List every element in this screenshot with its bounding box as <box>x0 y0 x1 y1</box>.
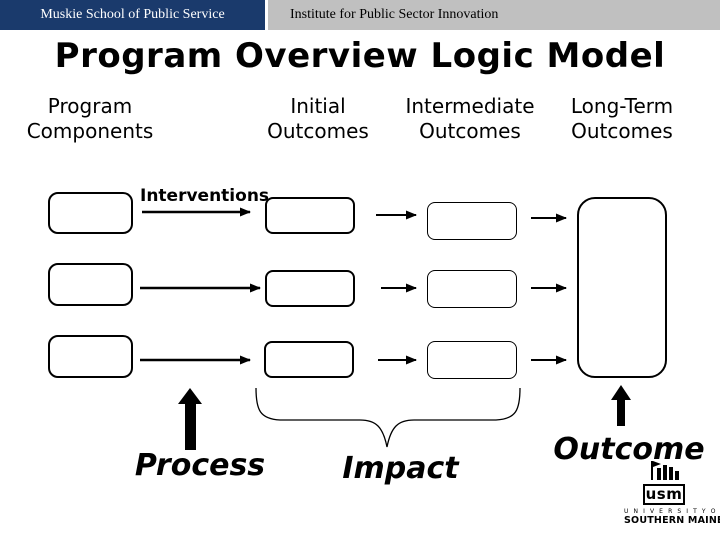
initial-outcome-box-2 <box>265 270 355 307</box>
outcome-up-arrow <box>611 385 631 426</box>
column-header-long-term-outcomes: Long-Term Outcomes <box>570 94 674 143</box>
usm-university-of-text: U N I V E R S I T Y O F <box>624 508 720 515</box>
program-component-box-1 <box>48 192 133 234</box>
header-bar: Muskie School of Public Service Institut… <box>0 0 720 30</box>
initial-outcome-box-1 <box>265 197 355 234</box>
usm-acronym: usm <box>643 484 685 505</box>
column-header-program-components: Program Components <box>26 94 154 143</box>
column-header-initial-outcomes: Initial Outcomes <box>267 94 369 143</box>
intermediate-outcome-box-1 <box>427 202 517 240</box>
header-right-segment: Institute for Public Sector Innovation <box>268 0 720 30</box>
intermediate-outcome-box-3 <box>427 341 517 379</box>
process-label: Process <box>134 448 266 483</box>
outcome-label: Outcome <box>553 432 705 467</box>
initial-outcome-box-3 <box>264 341 354 378</box>
usm-emblem-icon <box>641 459 687 484</box>
program-component-box-3 <box>48 335 133 378</box>
page-title: Program Overview Logic Model <box>54 36 666 76</box>
program-component-box-2 <box>48 263 133 306</box>
header-right-text: Institute for Public Sector Innovation <box>290 7 499 22</box>
usm-southern-maine-text: SOUTHERN MAINE <box>624 515 720 526</box>
interventions-label: Interventions <box>140 186 270 206</box>
header-left-segment: Muskie School of Public Service <box>0 0 265 30</box>
header-left-text: Muskie School of Public Service <box>40 7 225 22</box>
process-up-arrow <box>178 388 202 450</box>
impact-brace <box>255 387 521 448</box>
long-term-outcome-box <box>577 197 667 378</box>
intermediate-outcome-box-2 <box>427 270 517 308</box>
usm-logo: usm U N I V E R S I T Y O F SOUTHERN MAI… <box>624 459 720 526</box>
column-header-intermediate-outcomes: Intermediate Outcomes <box>405 94 535 143</box>
impact-label: Impact <box>342 451 459 486</box>
